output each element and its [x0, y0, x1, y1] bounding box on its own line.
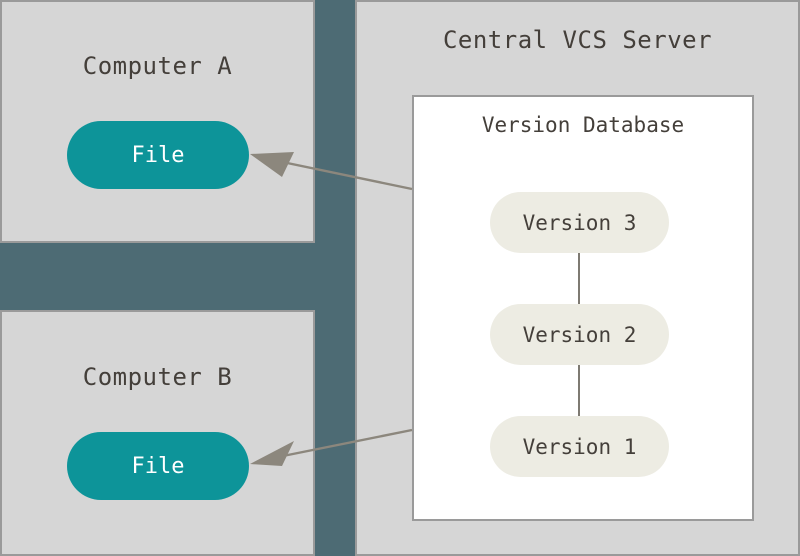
panel-computer-b-title: Computer B	[82, 363, 233, 391]
version-node-1[interactable]: Version 1	[490, 416, 669, 477]
computer-a-file-label: File	[131, 142, 185, 168]
computer-b-file-label: File	[131, 453, 185, 479]
version-node-1-label: Version 1	[522, 434, 637, 459]
panel-computer-a-title: Computer A	[82, 52, 233, 80]
version-node-3-label: Version 3	[522, 210, 637, 235]
version-node-2[interactable]: Version 2	[490, 304, 669, 365]
computer-a-file-node[interactable]: File	[67, 121, 249, 189]
computer-b-file-node[interactable]: File	[67, 432, 249, 500]
version-node-3[interactable]: Version 3	[490, 192, 669, 253]
version-node-2-label: Version 2	[522, 322, 637, 347]
panel-server-title: Central VCS Server	[442, 26, 713, 54]
version-database-title: Version Database	[481, 113, 685, 137]
